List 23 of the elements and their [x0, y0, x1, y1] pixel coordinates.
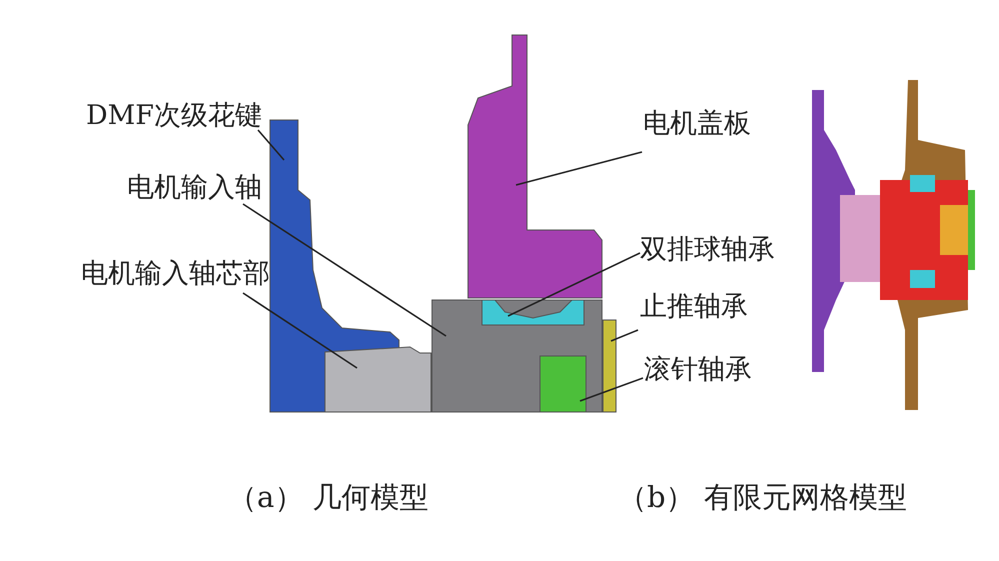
figure-caption: （b） 有限元网格模型: [618, 480, 907, 514]
part-section: [540, 356, 586, 412]
part-section: [603, 320, 616, 412]
part-section: [325, 347, 431, 412]
part-label: 双排球轴承: [640, 234, 775, 266]
part-section: [432, 300, 602, 412]
leader-line: [580, 377, 644, 402]
part-label: 电机输入轴: [127, 172, 262, 204]
leader-line: [242, 203, 446, 337]
leader-line: [508, 252, 640, 317]
leader-line: [242, 292, 358, 369]
figure-caption: （a） 几何模型: [228, 480, 429, 514]
leader-line: [257, 129, 285, 161]
leader-line: [610, 329, 638, 342]
part-section: [468, 35, 602, 298]
part-label: 滚针轴承: [644, 354, 752, 386]
part-label: 电机盖板: [643, 108, 751, 140]
part-label: DMF次级花键: [86, 100, 262, 132]
part-section: [482, 300, 584, 325]
part-label: 止推轴承: [640, 291, 748, 323]
part-label: 电机输入轴芯部: [81, 258, 270, 290]
part-section: [270, 120, 399, 412]
leader-line: [516, 151, 642, 186]
